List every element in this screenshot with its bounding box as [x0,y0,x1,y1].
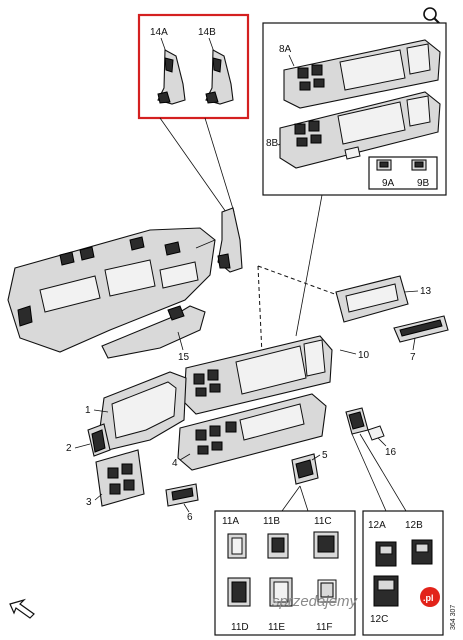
callout-8b: 8B [266,138,279,149]
lower-trim-15 [101,305,206,359]
callout-15: 15 [178,352,190,363]
callout-12a: 12A [368,520,386,531]
detail-box-11 [214,510,356,636]
callout-11f: 11F [316,622,333,633]
callout-2: 2 [66,443,72,454]
callout-5: 5 [322,450,328,461]
callout-13: 13 [420,286,432,297]
callout-8a: 8A [279,44,292,55]
side-trim-14 [217,207,243,273]
callout-11a: 11A [222,516,239,527]
watermark-text: sprzedajemy [272,593,359,610]
switch-panel-3 [95,449,145,507]
callout-11d: 11D [231,622,249,633]
frame-13 [335,275,409,323]
vent-12c [373,575,399,607]
callout-12b: 12B [405,520,423,531]
callout-9a: 9A [382,178,395,189]
callout-14a: 14A [150,27,168,38]
module-11e [269,577,293,607]
tray-7 [393,315,449,343]
center-console-4 [177,393,327,471]
callout-3: 3 [86,497,92,508]
side-trim-14a [157,49,186,105]
callout-11e: 11E [268,622,285,633]
callout-7: 7 [410,352,416,363]
vent-12a [375,541,397,567]
callout-1: 1 [85,405,91,416]
cluster-hood-1 [99,371,187,451]
dashboard-frame [7,227,216,353]
callout-12c: 12C [370,614,388,625]
dashboard-panel-8b [279,91,441,169]
module-11a [227,533,247,559]
watermark-badge [420,587,440,607]
side-trim-14b [205,49,234,105]
switch-9b [411,159,427,171]
vent-cover-2 [87,423,111,457]
callout-9b: 9B [417,178,430,189]
callout-10: 10 [358,350,370,361]
callout-11b: 11B [263,516,280,527]
callout-11c: 11C [314,516,332,527]
trim-16 [345,407,385,441]
module-11f [317,579,337,603]
switch-9a [376,159,392,171]
dashboard-panel-8a [283,39,441,109]
callout-4: 4 [172,458,178,469]
watermark: sprzedajemy .pl [272,587,440,610]
detail-box-12 [362,510,444,636]
watermark-domain: .pl [423,593,434,603]
module-11b [267,533,289,559]
instrument-panel-10 [183,335,333,415]
callout-16: 16 [385,447,397,458]
vent-12b [411,539,433,565]
callout-14b: 14B [198,27,216,38]
module-11d [227,577,251,607]
reference-code: 364 307 [450,605,457,630]
module-11c [313,531,339,559]
arrow-icon [9,598,35,619]
switch-6 [165,483,199,507]
cup-holder-5 [291,453,319,485]
callout-6: 6 [187,512,193,523]
